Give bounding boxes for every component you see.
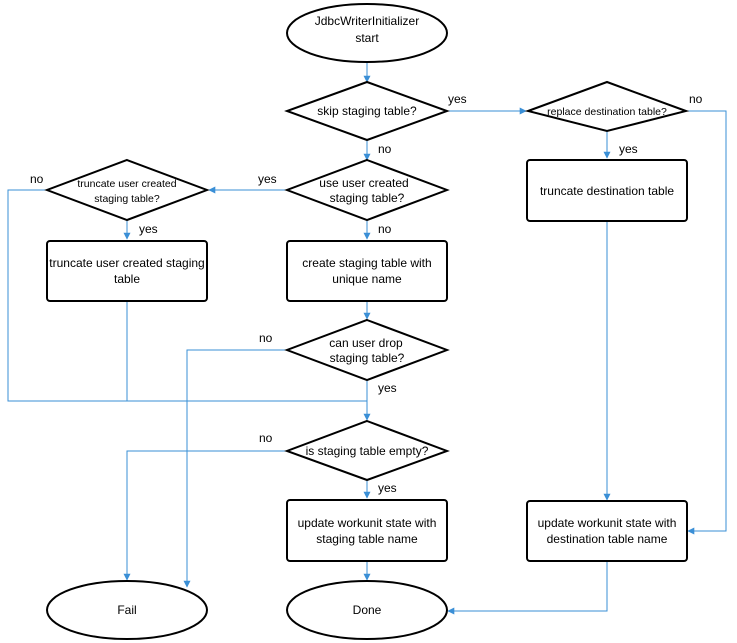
edge-labels: yes no no yes yes no no yes no yes no ye… xyxy=(30,92,703,495)
node-start-line-2: start xyxy=(355,31,379,45)
edge-label-drop-no: no xyxy=(259,331,273,345)
node-start-line-1: JdbcWriterInitializer xyxy=(315,14,419,28)
edge-label-truncate-no: no xyxy=(30,172,44,186)
node-start: JdbcWriterInitializer start xyxy=(286,3,448,63)
node-truncate-destination-line-1: truncate destination table xyxy=(540,184,674,198)
node-create-staging-line-2: unique name xyxy=(332,272,402,286)
node-truncate-destination: truncate destination table xyxy=(526,159,688,222)
node-truncate-decision-line-1: truncate user created xyxy=(77,178,176,190)
node-truncate-user-created-action: truncate user created staging table xyxy=(46,240,208,302)
node-can-user-drop-line-1: can user drop xyxy=(329,336,403,350)
edge-label-empty-no: no xyxy=(259,431,273,445)
edge-label-replace-no: no xyxy=(689,92,703,106)
edge-label-skip-no: no xyxy=(378,142,392,156)
node-replace-destination: replace destination table? xyxy=(524,80,690,133)
edge-label-truncate-yes: yes xyxy=(139,222,158,236)
node-update-staging-line-1: update workunit state with xyxy=(298,516,437,530)
node-can-user-drop: can user drop staging table? xyxy=(284,318,450,382)
node-replace-destination-line-1: replace destination table? xyxy=(547,106,667,118)
edge-label-skip-yes: yes xyxy=(448,92,467,106)
node-truncate-action-line-2: table xyxy=(114,272,140,286)
edge-drop-no-to-fail xyxy=(183,349,287,588)
node-use-user-created-line-2: staging table? xyxy=(330,191,405,205)
node-update-destination-line-1: update workunit state with xyxy=(538,516,677,530)
edges xyxy=(7,62,727,615)
edge-label-empty-yes: yes xyxy=(378,481,397,495)
edge-label-use-no: no xyxy=(378,222,392,236)
node-can-user-drop-line-2: staging table? xyxy=(330,351,405,365)
edge-update-destination-to-done xyxy=(447,561,608,615)
edge-empty-no-to-fail xyxy=(123,450,287,581)
node-truncate-user-created-decision: truncate user created staging table? xyxy=(44,158,210,222)
edge-label-drop-yes: yes xyxy=(378,381,397,395)
node-done-label: Done xyxy=(353,603,382,617)
edge-replace-no-to-update-destination xyxy=(686,110,727,535)
node-update-destination: update workunit state with destination t… xyxy=(526,500,688,562)
node-fail-label: Fail xyxy=(117,603,136,617)
node-use-user-created: use user created staging table? xyxy=(284,158,450,222)
node-done: Done xyxy=(286,580,448,640)
edge-label-replace-yes: yes xyxy=(619,142,638,156)
node-create-staging-line-1: create staging table with xyxy=(302,256,431,270)
node-create-staging: create staging table with unique name xyxy=(286,240,448,302)
node-use-user-created-line-1: use user created xyxy=(319,176,408,190)
node-skip-staging: skip staging table? xyxy=(284,80,450,142)
node-is-staging-empty-line-1: is staging table empty? xyxy=(306,444,429,458)
node-update-staging: update workunit state with staging table… xyxy=(286,499,448,562)
node-update-destination-line-2: destination table name xyxy=(547,532,668,546)
node-truncate-decision-line-2: staging table? xyxy=(94,193,160,205)
node-update-staging-line-2: staging table name xyxy=(316,532,418,546)
node-truncate-action-line-1: truncate user created staging xyxy=(49,256,204,270)
node-is-staging-empty: is staging table empty? xyxy=(284,419,450,482)
node-skip-staging-line-1: skip staging table? xyxy=(317,104,417,118)
node-fail: Fail xyxy=(46,580,208,640)
edge-label-use-yes: yes xyxy=(258,172,277,186)
